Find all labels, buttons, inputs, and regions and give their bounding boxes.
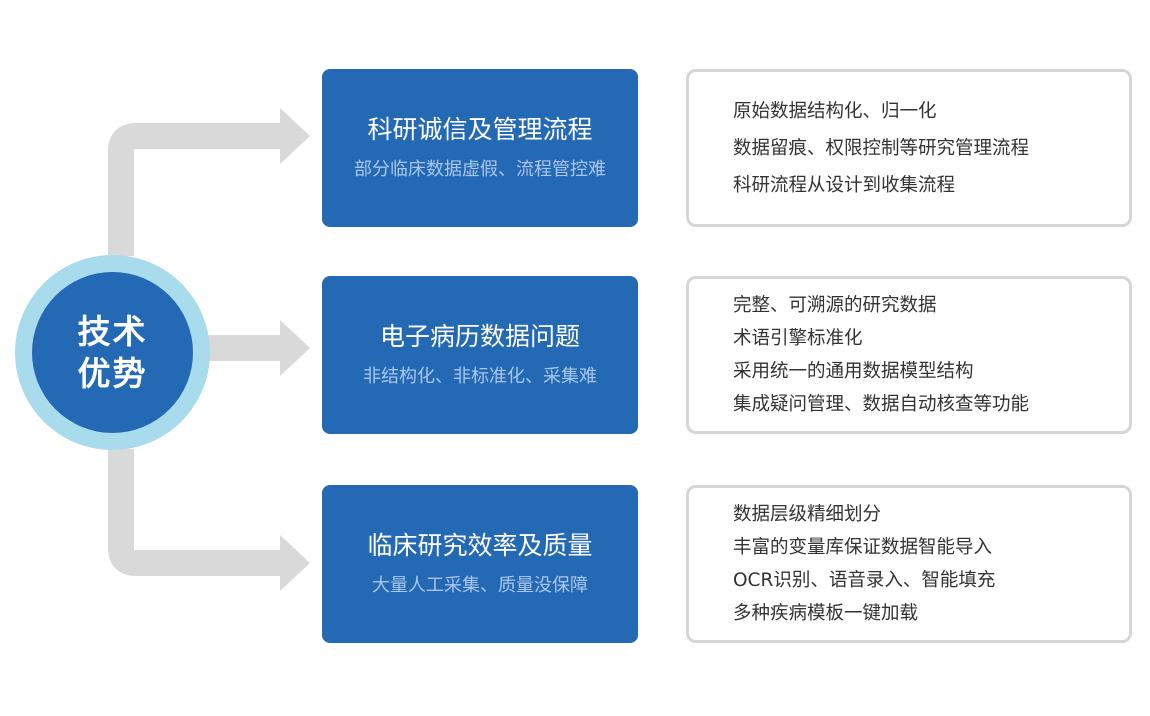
- problem-subtitle: 部分临床数据虚假、流程管控难: [354, 159, 606, 180]
- solution-box-research-efficiency: 数据层级精细划分 丰富的变量库保证数据智能导入 OCR识别、语音录入、智能填充 …: [686, 485, 1132, 643]
- solution-item: 采用统一的通用数据模型结构: [733, 361, 974, 382]
- solution-item: 科研流程从设计到收集流程: [733, 174, 956, 196]
- hub-label-line-1: 技术: [77, 311, 148, 351]
- solution-box-research-integrity: 原始数据结构化、归一化 数据留痕、权限控制等研究管理流程 科研流程从设计到收集流…: [686, 69, 1132, 227]
- hub-circle: 技术 优势: [32, 272, 193, 433]
- problem-title: 科研诚信及管理流程: [367, 115, 593, 144]
- solution-item: OCR识别、语音录入、智能填充: [733, 570, 996, 591]
- connector-top: [108, 123, 287, 256]
- solution-item: 原始数据结构化、归一化: [733, 100, 937, 122]
- arrowhead-middle: [280, 320, 310, 376]
- problem-box-research-efficiency: 临床研究效率及质量 大量人工采集、质量没保障: [322, 485, 638, 643]
- problem-subtitle: 非结构化、非标准化、采集难: [363, 366, 597, 387]
- problem-box-research-integrity: 科研诚信及管理流程 部分临床数据虚假、流程管控难: [322, 69, 638, 227]
- problem-title: 电子病历数据问题: [379, 322, 580, 351]
- solution-item: 丰富的变量库保证数据智能导入: [733, 537, 993, 558]
- solution-item: 术语引擎标准化: [733, 328, 863, 349]
- arrowhead-bottom: [280, 535, 310, 591]
- arrowhead-top: [280, 108, 310, 164]
- connector-bottom: [108, 449, 287, 576]
- problem-box-emr-data: 电子病历数据问题 非结构化、非标准化、采集难: [322, 276, 638, 434]
- problem-subtitle: 大量人工采集、质量没保障: [372, 575, 588, 596]
- problem-title: 临床研究效率及质量: [367, 531, 593, 560]
- solution-item: 集成疑问管理、数据自动核查等功能: [733, 394, 1030, 415]
- solution-item: 多种疾病模板一键加载: [733, 603, 919, 624]
- solution-item: 数据留痕、权限控制等研究管理流程: [733, 137, 1030, 159]
- solution-item: 完整、可溯源的研究数据: [733, 295, 937, 316]
- hub-label-line-2: 优势: [77, 353, 148, 393]
- solution-box-emr-data: 完整、可溯源的研究数据 术语引擎标准化 采用统一的通用数据模型结构 集成疑问管理…: [686, 276, 1132, 434]
- solution-item: 数据层级精细划分: [733, 504, 882, 525]
